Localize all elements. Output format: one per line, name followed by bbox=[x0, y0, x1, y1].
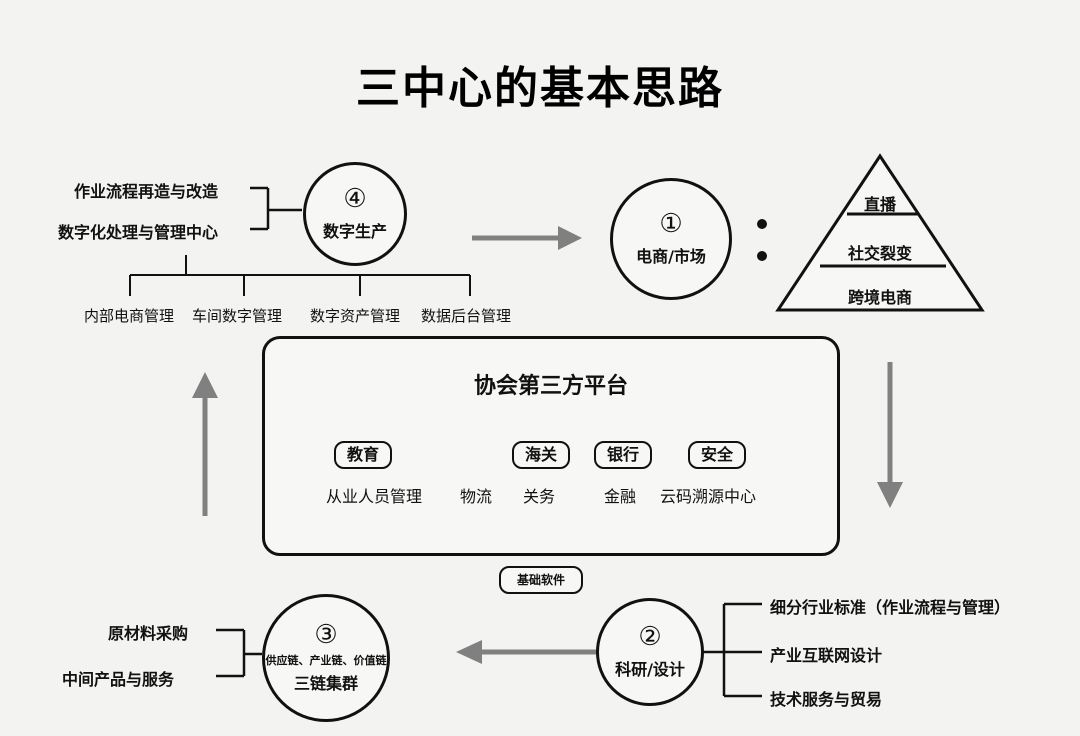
n4-input-bracket bbox=[250, 186, 302, 231]
node-2-label: 科研/设计 bbox=[615, 660, 685, 679]
node-4-number: ④ bbox=[343, 184, 367, 214]
platform-item-staff: 从业人员管理 bbox=[326, 487, 423, 506]
n4-output-2: 车间数字管理 bbox=[192, 307, 283, 325]
n2-output-bracket bbox=[700, 602, 762, 698]
pyramid-tier-3: 跨境电商 bbox=[847, 288, 912, 307]
pill-education: 教育 bbox=[334, 441, 392, 469]
node-1-label: 电商/市场 bbox=[636, 247, 706, 266]
page-title: 三中心的基本思路 bbox=[356, 63, 724, 114]
n3-input-bracket bbox=[216, 628, 262, 678]
platform-item-customs: 关务 bbox=[523, 487, 556, 506]
pyramid-outline bbox=[775, 153, 985, 312]
n4-input-2: 数字化处理与管理中心 bbox=[58, 223, 219, 242]
platform-item-finance: 金融 bbox=[604, 487, 637, 506]
node-3-number: ③ bbox=[314, 620, 338, 650]
node-1-number: ① bbox=[659, 209, 683, 239]
n4-output-4: 数据后台管理 bbox=[421, 307, 512, 325]
n2-output-2: 产业互联网设计 bbox=[770, 646, 883, 665]
node-research-design: ② 科研/设计 bbox=[596, 598, 704, 706]
node-4-label: 数字生产 bbox=[322, 222, 387, 241]
pyramid-tier-2: 社交裂变 bbox=[847, 244, 912, 263]
base-software-badge: 基础软件 bbox=[499, 566, 583, 594]
n4-output-1: 内部电商管理 bbox=[84, 307, 175, 325]
flow-arrows bbox=[192, 226, 903, 664]
platform-item-logistics: 物流 bbox=[460, 487, 493, 506]
n3-input-1: 原材料采购 bbox=[108, 624, 189, 643]
node-digital-production: ④ 数字生产 bbox=[303, 162, 407, 266]
n4-input-1: 作业流程再造与改造 bbox=[74, 182, 219, 201]
pill-bank: 银行 bbox=[594, 441, 652, 469]
pill-security: 安全 bbox=[688, 441, 746, 469]
node-2-number: ② bbox=[638, 622, 662, 652]
n4-output-tree bbox=[129, 255, 471, 296]
node-ecommerce-market: ① 电商/市场 bbox=[610, 178, 732, 300]
node-three-chain-cluster: ③ 供应链、产业链、价值链 三链集群 bbox=[262, 594, 390, 722]
platform-title: 协会第三方平台 bbox=[473, 374, 628, 399]
pill-customs: 海关 bbox=[512, 441, 570, 469]
n2-output-1: 细分行业标准（作业流程与管理） bbox=[770, 598, 1011, 617]
colon-dot-bottom bbox=[757, 251, 767, 261]
colon-dot-top bbox=[757, 219, 767, 229]
n4-output-3: 数字资产管理 bbox=[310, 307, 401, 325]
platform-item-traceability: 云码溯源中心 bbox=[660, 487, 757, 506]
node-3-label: 三链集群 bbox=[293, 674, 358, 693]
n3-input-2: 中间产品与服务 bbox=[62, 670, 175, 689]
n2-output-3: 技术服务与贸易 bbox=[770, 690, 883, 709]
pyramid-tier-1: 直播 bbox=[863, 195, 896, 214]
node-3-sublabel: 供应链、产业链、价值链 bbox=[265, 654, 387, 667]
